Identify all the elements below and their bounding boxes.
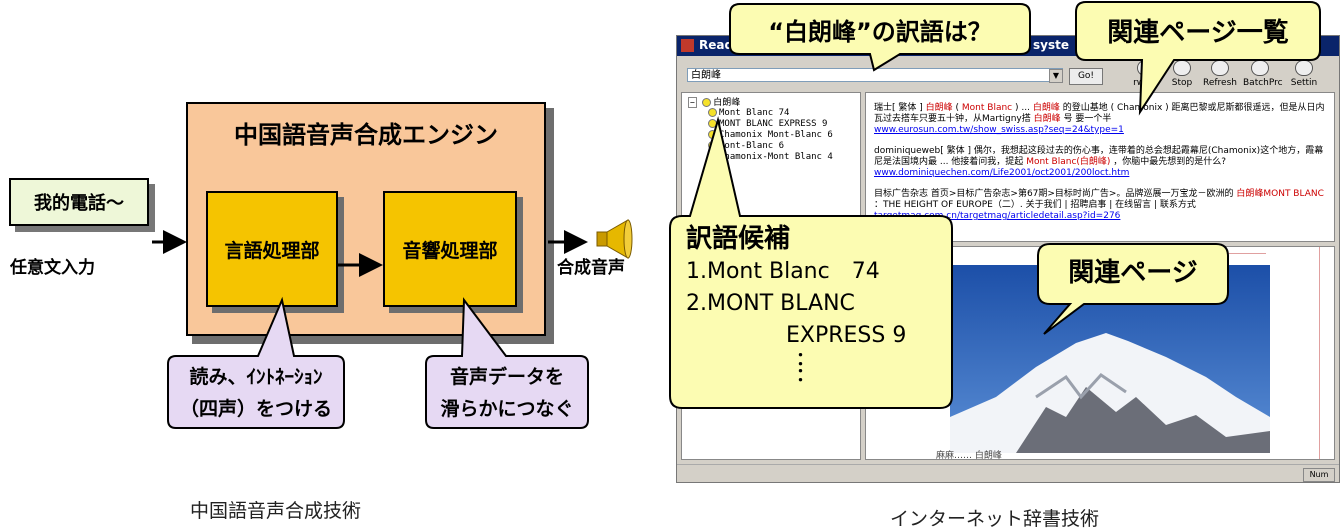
snippet-text: 号 xyxy=(1063,114,1073,124)
input-text-box: 我的電話～ xyxy=(9,178,149,226)
app-icon xyxy=(681,39,694,52)
snippet-highlight: Mont Blanc(白朗峰) xyxy=(1026,157,1111,167)
snippet-text: 目标广告杂志 首页>目标广告杂志>第67期>目标时尚广告>。品牌巡展一万宝龙－欧… xyxy=(874,189,1234,199)
snippet-text: ，你脑中最先想到的是什么? xyxy=(1113,157,1227,167)
snippet-text: dominiqueweb[ 繁体 ] 偶尔，我想起这段过去的伤心事，连带着的总会… xyxy=(874,146,1324,167)
callout-question-text: “白朗峰”の訳語は？ xyxy=(768,18,992,46)
snippet-highlight: 白朗峰 xyxy=(1033,114,1061,124)
tree-root-label: 白朗峰 xyxy=(713,98,741,108)
snippet-highlight: Mont Blanc xyxy=(961,103,1013,113)
footer-dictionary: インターネット辞書技術 xyxy=(890,508,1100,530)
window-title-right: syste xyxy=(1033,38,1069,52)
toolbar-label: Settin xyxy=(1290,78,1318,88)
tree-item-label: Chamonix-Mont Blanc 4 xyxy=(719,152,833,162)
status-bar xyxy=(677,464,1339,482)
tree-item-label: Mont Blanc 74 xyxy=(719,108,790,118)
toolbar-label: BatchPrc xyxy=(1243,78,1283,88)
candidates-list: 訳語候補 1.Mont Blanc 74 2.MONT BLANC EXPRES… xyxy=(686,222,907,386)
bubble-right-line2: 滑らかにつなぐ xyxy=(440,398,574,420)
candidates-title: 訳語候補 xyxy=(686,224,791,254)
candidate-ellipsis: ： xyxy=(796,365,814,386)
snippet-text: ( Chamonix ) 距离巴黎或尼斯都很遥远，但是从日内瓦过去搭车只要五十钟… xyxy=(874,103,1325,124)
tree-item-label: Mont-Blanc 6 xyxy=(719,141,785,151)
chevron-down-icon[interactable]: ▼ xyxy=(1049,69,1063,83)
candidate-item: EXPRESS 9 xyxy=(786,323,907,348)
engine-title: 中国語音声合成エンジン xyxy=(234,121,498,149)
tree-root[interactable]: − 白朗峰 xyxy=(688,97,860,108)
tree-item-label: Chamonix Mont-Blanc 6 xyxy=(719,130,833,140)
speaker-icon xyxy=(596,219,633,259)
bubble-left-line1: 読み、ｲﾝﾄﾈｰｼｮﾝ xyxy=(189,366,323,388)
window-title: Read xyxy=(699,38,734,52)
diagram-connectors xyxy=(152,219,633,429)
callout-pages-list-text: 関連ページ一覧 xyxy=(1107,18,1289,48)
result-snippet: dominiqueweb[ 繁体 ] 偶尔，我想起这段过去的伤心事，连带着的总会… xyxy=(874,146,1328,168)
snippet-text: ( xyxy=(955,103,960,113)
acoustic-processing-unit: 音響処理部 xyxy=(383,191,517,307)
candidate-item: 2.MONT BLANC xyxy=(686,291,855,316)
callout-shapes xyxy=(669,1,1321,409)
bubble-left-line2: （四声）をつける xyxy=(179,398,332,420)
snippet-highlight: 白朗峰 xyxy=(925,103,953,113)
candidate-item: 1.Mont Blanc 74 xyxy=(686,259,880,284)
collapse-icon[interactable]: − xyxy=(688,97,697,108)
snippet-text: 要一个半 xyxy=(1075,114,1112,124)
result-snippet: 瑞士[ 繁体 ] 白朗峰 ( Mont Blanc ) ... 白朗峰 的登山基… xyxy=(874,103,1328,125)
snippet-highlight: 白朗峰 xyxy=(1032,103,1060,113)
result-snippet: 目标广告杂志 首页>目标广告杂志>第67期>目标时尚广告>。品牌巡展一万宝龙－欧… xyxy=(874,189,1328,211)
result-link[interactable]: www.dominiquechen.com/Life2001/oct2001/2… xyxy=(874,168,1130,178)
speech-bubble-left xyxy=(167,296,345,429)
language-processing-unit: 言語処理部 xyxy=(206,191,338,307)
tree-item-label: MONT BLANC EXPRESS 9 xyxy=(719,119,828,129)
output-caption: 合成音声 xyxy=(557,258,625,278)
result-link[interactable]: targetmag.com.cn/targetmag/articledetail… xyxy=(874,211,1121,221)
callout-question xyxy=(729,3,1031,72)
callout-page xyxy=(1037,243,1229,335)
result-link[interactable]: www.eurosun.com.tw/show_swiss.asp?seq=24… xyxy=(874,125,1124,135)
snippet-highlight: 白朗峰MONT BLANC xyxy=(1236,189,1324,199)
speech-bubble-right xyxy=(425,297,589,429)
callout-page-text: 関連ページ xyxy=(1068,258,1198,288)
toolbar-label: Refresh xyxy=(1203,78,1237,88)
snippet-text: ：THE HEIGHT OF EUROPE（二）. 关于我们 | 招聘启事 | … xyxy=(874,200,1196,210)
snippet-text: ) ... xyxy=(1015,103,1030,113)
bubble-right-line1: 音声データを xyxy=(449,366,564,388)
toolbar-label: Stop xyxy=(1171,78,1193,88)
num-lock-indicator: Num xyxy=(1303,468,1335,482)
callout-candidates xyxy=(669,116,953,409)
smiley-icon xyxy=(708,108,717,117)
go-button[interactable]: Go! xyxy=(1069,68,1103,85)
snippet-text: 的登山基地 xyxy=(1062,103,1108,113)
candidate-ellipsis: ： xyxy=(796,349,814,370)
callout-pages-list xyxy=(1075,1,1321,116)
footer-tts: 中国語音声合成技術 xyxy=(190,500,362,522)
preview-bottom-text: 麻麻…… 白朗峰 xyxy=(936,451,1002,460)
tree-item[interactable]: Mont Blanc 74 xyxy=(708,108,860,119)
input-caption: 任意文入力 xyxy=(10,258,95,278)
smiley-icon xyxy=(702,98,712,107)
snippet-text: 瑞士[ 繁体 ] xyxy=(874,103,923,113)
